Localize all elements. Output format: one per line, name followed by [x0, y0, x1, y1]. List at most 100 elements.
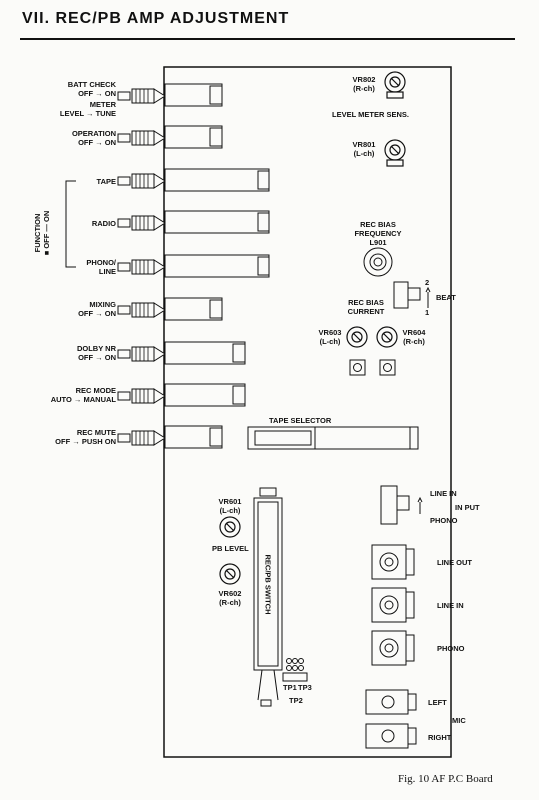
pb-level-label: PB LEVEL [212, 544, 249, 553]
vr601-pot [219, 516, 241, 538]
switch-operation [117, 125, 223, 149]
function-bracket [65, 180, 76, 268]
tp1-label: TP1 [283, 683, 297, 692]
vr801-pot [384, 139, 406, 167]
phono-line-title: PHONO/ [86, 258, 116, 267]
vr802-pot [384, 71, 406, 99]
vr602-id: VR602 [218, 589, 242, 598]
rca-jacks [371, 544, 415, 666]
switch-dolby-nr [117, 341, 246, 365]
vr604-pot [376, 326, 398, 348]
line-in-jack [371, 587, 415, 623]
vr603-id: VR603 [318, 328, 342, 337]
mic-label: MIC [452, 716, 466, 725]
beat-switch [393, 281, 431, 309]
mic-left-label: LEFT [428, 698, 447, 707]
rec-bias-freq-l2: FREQUENCY [354, 229, 402, 238]
rec-bias-freq-l1: REC BIAS [360, 220, 396, 229]
meter-label: METER LEVEL → TUNE [30, 100, 116, 118]
mixing-title: MIXING [89, 300, 116, 309]
page-title: VII. REC/PB AMP ADJUSTMENT [22, 10, 290, 27]
phono-line-label: PHONO/ LINE [70, 258, 116, 276]
rec-mode-label: REC MODE AUTO → MANUAL [20, 386, 116, 404]
batt-check-positions: OFF → ON [78, 89, 116, 98]
slide-switches [117, 83, 270, 449]
vr801-id: VR801 [352, 140, 376, 149]
vr602-label: VR602 (R-ch) [212, 589, 248, 607]
tp2-label: TP2 [289, 696, 303, 705]
radio-label: RADIO [91, 219, 116, 228]
vr801-label: VR801 (L-ch) [344, 140, 384, 158]
operation-label: OPERATION OFF → ON [40, 129, 116, 147]
mic-jacks [365, 689, 417, 749]
vr801-ch: (L-ch) [353, 149, 375, 158]
function-positions: ■ OFF — ON [42, 210, 51, 256]
line-out-label: LINE OUT [437, 558, 472, 567]
tape-selector-switch [247, 426, 419, 450]
operation-positions: OFF → ON [78, 138, 116, 147]
title-rule [20, 38, 515, 40]
phono-line-sub: LINE [98, 267, 116, 276]
dolby-nr-title: DOLBY NR [76, 344, 116, 353]
rec-mode-title: REC MODE [75, 386, 116, 395]
tp3-label: TP3 [298, 683, 312, 692]
rec-bias-current-label: REC BIAS CURRENT [342, 298, 390, 316]
beat-label: BEAT [436, 293, 456, 302]
vr802-ch: (R-ch) [353, 84, 375, 93]
vr601-id: VR601 [218, 497, 242, 506]
beat-2-label: 2 [425, 278, 430, 287]
switch-mixing [117, 297, 223, 321]
rec-mute-title: REC MUTE [76, 428, 116, 437]
line-in-selector-label: LINE IN [430, 489, 457, 498]
rec-mode-positions: AUTO → MANUAL [50, 395, 116, 404]
batt-check-title: BATT CHECK [67, 80, 116, 89]
vr604-label: VR604 (R-ch) [396, 328, 432, 346]
rec-pb-switch-body [253, 487, 283, 707]
vr604-ch: (R-ch) [403, 337, 425, 346]
vr603-label: VR603 (L-ch) [312, 328, 348, 346]
line-in-label: LINE IN [437, 601, 464, 610]
function-label: FUNCTION ■ OFF — ON [33, 203, 51, 263]
trimmer-pots [219, 71, 406, 585]
vr604-id: VR604 [402, 328, 426, 337]
operation-title: OPERATION [71, 129, 116, 138]
switch-batt-check [117, 83, 223, 107]
switch-radio [117, 210, 270, 234]
switch-tape [117, 168, 270, 192]
phono-selector-label: PHONO [430, 516, 458, 525]
rec-pb-switch-label: REC/PB SWITCH [263, 554, 273, 615]
tape-selector-label: TAPE SELECTOR [269, 416, 332, 425]
input-label: IN PUT [455, 503, 480, 512]
rec-bias-current-l2: CURRENT [347, 307, 385, 316]
rec-mute-label: REC MUTE OFF → PUSH ON [20, 428, 116, 446]
vr601-label: VR601 (L-ch) [212, 497, 248, 515]
line-out-jack [371, 544, 415, 580]
batt-check-label: BATT CHECK OFF → ON [40, 80, 116, 98]
rec-bias-current-l1: REC BIAS [348, 298, 384, 307]
phono-jack [371, 630, 415, 666]
pc-board-outline [163, 66, 452, 758]
level-meter-sens-label: LEVEL METER SENS. [332, 110, 409, 119]
meter-positions: LEVEL → TUNE [59, 109, 116, 118]
dolby-nr-label: DOLBY NR OFF → ON [40, 344, 116, 362]
l901-coil [363, 247, 393, 277]
mic-right-jack [365, 723, 417, 749]
rec-mute-positions: OFF → PUSH ON [55, 437, 116, 446]
mixing-positions: OFF → ON [78, 309, 116, 318]
vr601-ch: (L-ch) [219, 506, 241, 515]
switch-rec-mute [117, 425, 223, 449]
vr602-ch: (R-ch) [219, 598, 241, 607]
vr802-label: VR802 (R-ch) [344, 75, 384, 93]
dolby-nr-positions: OFF → ON [78, 353, 116, 362]
vr602-pot [219, 563, 241, 585]
switch-rec-mode [117, 383, 246, 407]
test-points [282, 658, 308, 682]
vr603-pot [346, 326, 368, 348]
function-title: FUNCTION [33, 213, 42, 253]
mic-left-jack [365, 689, 417, 715]
vr802-id: VR802 [352, 75, 376, 84]
switch-phono-line [117, 254, 270, 278]
meter-title: METER [89, 100, 116, 109]
vr603-ch: (L-ch) [319, 337, 341, 346]
